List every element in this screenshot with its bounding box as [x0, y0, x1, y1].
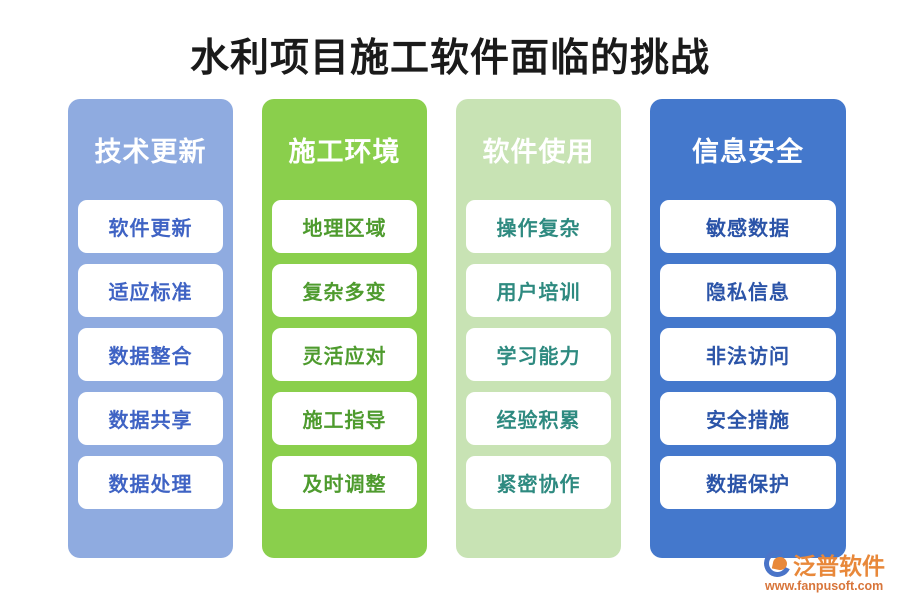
watermark-brand-row: 泛普软件	[760, 546, 896, 581]
fanpu-logo-icon	[760, 546, 795, 581]
list-item[interactable]: 软件更新	[78, 200, 223, 253]
column-header: 技术更新	[94, 137, 207, 167]
column-header: 施工环境	[288, 137, 401, 167]
column-header: 软件使用	[482, 137, 595, 167]
column-construction-environment: 施工环境 地理区域 复杂多变 灵活应对 施工指导 及时调整	[262, 99, 427, 558]
list-item[interactable]: 施工指导	[272, 392, 417, 445]
list-item[interactable]: 复杂多变	[272, 264, 417, 317]
column-header: 信息安全	[692, 137, 804, 167]
watermark-logo: 泛普软件 www.fanpusoft.com	[760, 546, 896, 594]
column-item-list: 软件更新 适应标准 数据整合 数据共享 数据处理	[78, 200, 223, 509]
challenge-columns: 技术更新 软件更新 适应标准 数据整合 数据共享 数据处理 施工环境 地理区域 …	[68, 99, 846, 558]
column-technology-update: 技术更新 软件更新 适应标准 数据整合 数据共享 数据处理	[68, 99, 233, 558]
column-item-list: 敏感数据 隐私信息 非法访问 安全措施 数据保护	[660, 200, 836, 509]
list-item[interactable]: 非法访问	[660, 328, 836, 381]
watermark-url: www.fanpusoft.com	[765, 578, 884, 593]
list-item[interactable]: 紧密协作	[466, 456, 611, 509]
list-item[interactable]: 安全措施	[660, 392, 836, 445]
list-item[interactable]: 适应标准	[78, 264, 223, 317]
list-item[interactable]: 操作复杂	[466, 200, 611, 253]
list-item[interactable]: 及时调整	[272, 456, 417, 509]
page-title: 水利项目施工软件面临的挑战	[189, 37, 710, 80]
list-item[interactable]: 灵活应对	[272, 328, 417, 381]
list-item[interactable]: 数据整合	[78, 328, 223, 381]
list-item[interactable]: 隐私信息	[660, 264, 836, 317]
list-item[interactable]: 经验积累	[466, 392, 611, 445]
watermark-brand-name: 泛普软件	[793, 552, 885, 579]
column-item-list: 操作复杂 用户培训 学习能力 经验积累 紧密协作	[466, 200, 611, 509]
list-item[interactable]: 数据处理	[78, 456, 223, 509]
column-software-usage: 软件使用 操作复杂 用户培训 学习能力 经验积累 紧密协作	[456, 99, 621, 558]
list-item[interactable]: 数据共享	[78, 392, 223, 445]
list-item[interactable]: 地理区域	[272, 200, 417, 253]
column-item-list: 地理区域 复杂多变 灵活应对 施工指导 及时调整	[272, 200, 417, 509]
list-item[interactable]: 数据保护	[660, 456, 836, 509]
list-item[interactable]: 敏感数据	[660, 200, 836, 253]
list-item[interactable]: 用户培训	[466, 264, 611, 317]
list-item[interactable]: 学习能力	[466, 328, 611, 381]
column-information-security: 信息安全 敏感数据 隐私信息 非法访问 安全措施 数据保护	[650, 99, 846, 558]
